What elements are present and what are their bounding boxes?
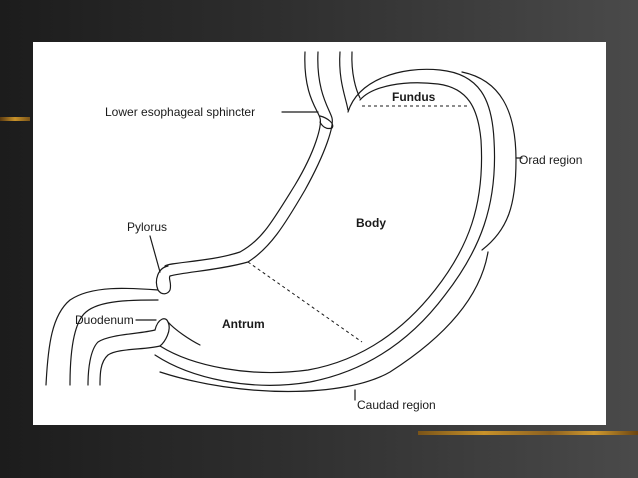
duodenum-lower-inner <box>99 345 161 386</box>
orad-region-bracket <box>461 71 517 251</box>
label-antrum: Antrum <box>222 317 265 331</box>
duodenum-lower-outer <box>87 329 156 386</box>
label-orad-region: Orad region <box>519 153 582 167</box>
label-caudad-region: Caudad region <box>357 398 436 412</box>
esophagus-right-wall <box>339 51 349 111</box>
label-les: Lower esophageal sphincter <box>105 105 255 119</box>
esophagus-right-wall-inner <box>351 51 361 99</box>
duodenum-outer <box>45 287 159 386</box>
pylorus-upper <box>155 265 172 295</box>
duodenum-inner <box>69 299 159 386</box>
caudad-region-bracket <box>159 251 489 393</box>
antrum-lower-wall <box>167 321 201 346</box>
stomach-wall-lesser-curvature-outer <box>164 51 321 267</box>
stomach-wall-lesser-curvature-inner <box>169 51 333 277</box>
greater-curvature-outer <box>154 68 496 386</box>
pylorus-leader-line <box>149 235 161 273</box>
label-fundus: Fundus <box>392 90 436 104</box>
label-duodenum: Duodenum <box>75 313 134 327</box>
slide-accent-bottom <box>418 431 638 435</box>
pylorus-lower <box>154 318 170 347</box>
diagram-panel <box>33 42 606 425</box>
label-body: Body <box>356 216 386 230</box>
body-antrum-divider <box>247 261 363 343</box>
label-pylorus: Pylorus <box>127 220 167 234</box>
les-bulge <box>319 115 334 130</box>
slide-accent-left <box>0 117 30 121</box>
greater-curvature-inner <box>159 82 483 374</box>
